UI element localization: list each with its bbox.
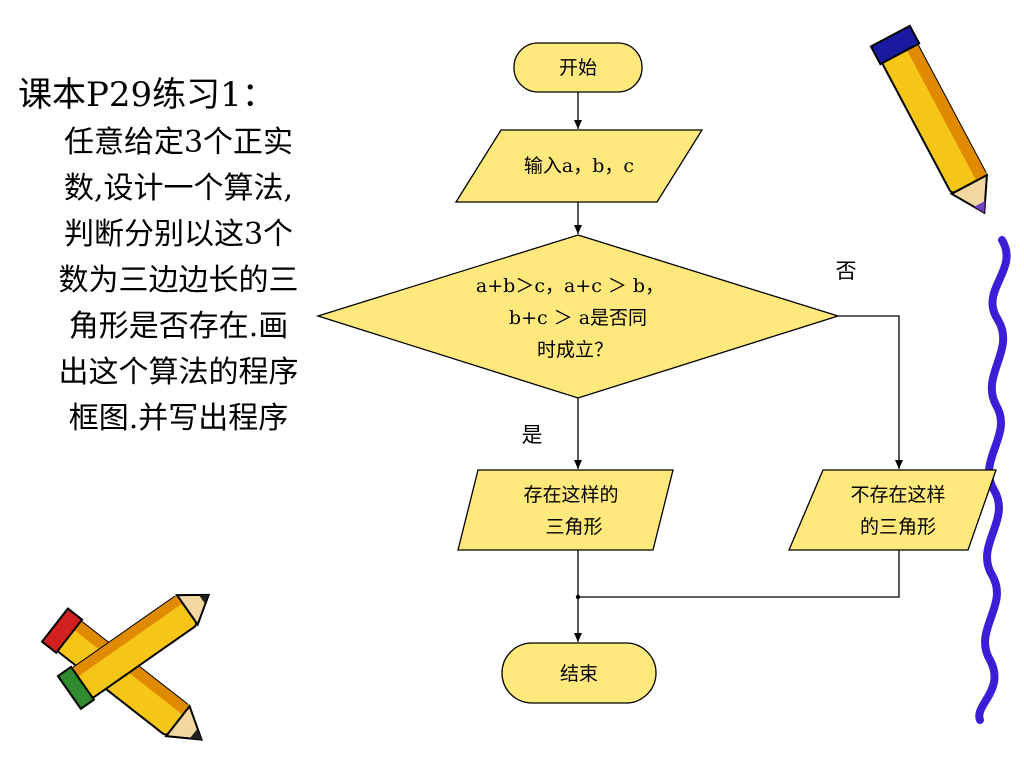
output-no-line: 的三角形 (860, 516, 936, 538)
input-label: 输入a，b，c (524, 155, 634, 177)
end-label: 结束 (560, 663, 598, 685)
output-yes-line: 三角形 (545, 516, 602, 538)
decision-line: 时成立？ (537, 339, 613, 361)
input-node: 输入a，b，c (454, 129, 704, 203)
start-node: 开始 (513, 42, 643, 93)
problem-line: 出这个算法的程序 (58, 355, 299, 390)
exercise-title: 课本P29练习1： (18, 75, 276, 115)
output-yes-line: 存在这样的 (523, 484, 618, 506)
problem-line: 任意给定3个正实 (63, 125, 294, 160)
output-no-line: 不存在这样 (850, 484, 945, 506)
output-no-node: 不存在这样 的三角形 (788, 469, 997, 551)
squiggle-line (975, 236, 1011, 724)
end-node: 结束 (501, 642, 657, 704)
problem-line: 数,设计一个算法, (63, 171, 294, 206)
problem-line: 角形是否存在.画 (68, 309, 289, 344)
start-label: 开始 (559, 57, 597, 79)
problem-line: 判断分别以这3个 (63, 217, 294, 252)
problem-line: 数为三边边长的三 (58, 263, 299, 298)
connector-no-merge (578, 550, 900, 598)
problem-statement: 任意给定3个正实 数,设计一个算法, 判断分别以这3个 数为三边边长的三 角形是… (16, 120, 341, 442)
decision-line: b+c ＞ a是否同 (509, 307, 647, 329)
pencil-icon (869, 24, 989, 215)
output-yes-node: 存在这样的 三角形 (457, 469, 674, 551)
no-label: 否 (836, 259, 857, 283)
pencil-icon (56, 593, 211, 711)
connector-no (838, 315, 903, 469)
yes-label: 是 (522, 423, 543, 447)
decision-line: a+b＞c，a+c ＞ b， (476, 275, 664, 297)
merge-point (575, 594, 581, 600)
problem-line: 框图.并写出程序 (68, 401, 289, 436)
decision-node: a+b＞c，a+c ＞ b， b+c ＞ a是否同 时成立？ (315, 234, 841, 399)
